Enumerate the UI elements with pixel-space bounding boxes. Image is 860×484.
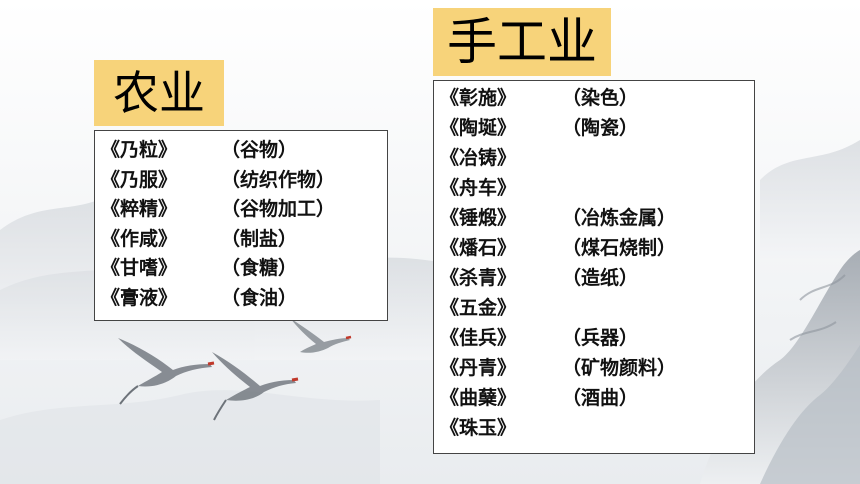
book-chapter-title: 《丹青》: [440, 357, 517, 379]
book-chapter-title: 《膏液》: [101, 286, 178, 309]
chapter-note: （染色）: [562, 87, 639, 109]
agriculture-list-item: 《作咸》 （制盐）: [101, 227, 387, 260]
agriculture-list-item: 《乃服》 （纺织作物）: [101, 168, 387, 201]
book-chapter-title: 《粹精》: [101, 198, 178, 220]
chapter-note: （矿物颜料）: [562, 357, 677, 379]
crane-2: [212, 352, 299, 421]
book-chapter-title: 《陶埏》: [440, 117, 517, 139]
chapter-note: （煤石烧制）: [562, 237, 677, 259]
book-chapter-title: 《乃服》: [101, 168, 178, 191]
handicraft-list-item: 《锤煅》 （冶炼金属）: [440, 209, 754, 239]
book-chapter-title: 《彰施》: [440, 87, 517, 109]
handicraft-list-item: 《佳兵》 （兵器）: [440, 329, 754, 359]
handicraft-list-item: 《舟车》: [440, 179, 754, 209]
agriculture-list-item: 《粹精》 （谷物加工）: [101, 200, 387, 230]
book-chapter-title: 《五金》: [440, 297, 517, 319]
handicraft-list-box: 《彰施》 （染色） 《陶埏》 （陶瓷） 《冶铸》《舟车》《锤煅》 （冶炼金属） 《燔石》 （煤…: [433, 80, 755, 454]
agriculture-list-box: 《乃粒》 （谷物） 《乃服》 （纺织作物） 《粹精》 （谷物加工） 《作咸》 （制盐） 《甘嗜》…: [94, 130, 388, 321]
chapter-note: （兵器）: [562, 327, 639, 349]
chapter-note: （冶炼金属）: [562, 207, 677, 229]
chapter-note: （制盐）: [221, 227, 298, 250]
chapter-note: （谷物加工）: [221, 198, 336, 220]
agriculture-list-item: 《膏液》 （食油）: [101, 286, 387, 319]
chapter-note: （谷物）: [221, 139, 298, 161]
chapter-note: （食油）: [221, 286, 298, 309]
book-chapter-title: 《乃粒》: [101, 139, 178, 161]
chapter-note: （纺织作物）: [221, 168, 336, 191]
handicraft-list-item: 《曲蘖》 （酒曲）: [440, 389, 754, 419]
handicraft-list-item: 《杀青》 （造纸）: [440, 269, 754, 299]
crane-3: [290, 318, 352, 353]
agriculture-title: 农业: [94, 60, 224, 126]
agriculture-list-item: 《甘嗜》 （食糖）: [101, 259, 387, 289]
handicraft-list-item: 《彰施》 （染色）: [440, 89, 754, 119]
chapter-note: （酒曲）: [562, 387, 639, 409]
handicraft-title: 手工业: [433, 8, 611, 76]
book-chapter-title: 《曲蘖》: [440, 387, 517, 409]
handicraft-list-item: 《丹青》 （矿物颜料）: [440, 359, 754, 389]
chapter-note: （食糖）: [221, 257, 298, 279]
agriculture-list-item: 《乃粒》 （谷物）: [101, 141, 387, 171]
book-chapter-title: 《舟车》: [440, 177, 517, 199]
crane-1: [118, 338, 215, 405]
ink-mountains-left: [0, 390, 380, 484]
book-chapter-title: 《佳兵》: [440, 327, 517, 349]
book-chapter-title: 《作咸》: [101, 227, 178, 250]
book-chapter-title: 《冶铸》: [440, 147, 517, 169]
book-chapter-title: 《珠玉》: [440, 417, 517, 439]
handicraft-list-item: 《珠玉》: [440, 419, 754, 449]
handicraft-list-item: 《冶铸》: [440, 149, 754, 179]
book-chapter-title: 《杀青》: [440, 267, 517, 289]
book-chapter-title: 《燔石》: [440, 237, 517, 259]
book-chapter-title: 《锤煅》: [440, 207, 517, 229]
book-chapter-title: 《甘嗜》: [101, 257, 178, 279]
handicraft-list-item: 《陶埏》 （陶瓷）: [440, 119, 754, 149]
handicraft-list-item: 《五金》: [440, 299, 754, 329]
handicraft-list-item: 《燔石》 （煤石烧制）: [440, 239, 754, 269]
chapter-note: （造纸）: [562, 267, 639, 289]
chapter-note: （陶瓷）: [562, 117, 639, 139]
